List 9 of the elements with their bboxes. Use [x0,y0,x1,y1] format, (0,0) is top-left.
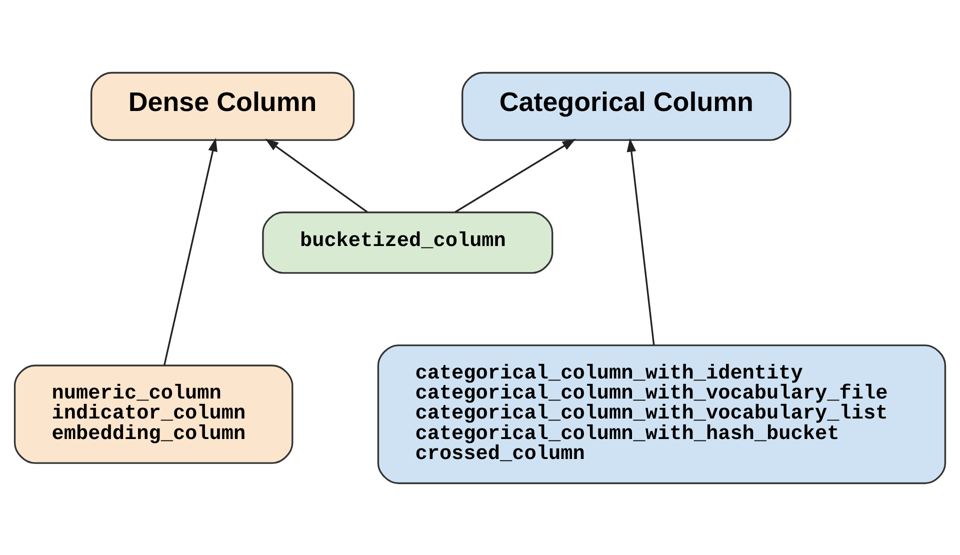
node-box: Categorical Column [462,71,792,140]
node-box: bucketized_column [262,211,554,274]
arrow [164,137,218,365]
arrow [626,138,655,345]
node-box: numeric_column indicator_column embedding_column [14,364,294,464]
arrow [454,138,576,212]
node-box: Dense Column [90,71,355,140]
node-box: categorical_column_with_identity categorical_column_with_vocabulary_file categorical_column_with_vocabulary_list categorical_column_with_hash_bucket crossed_column [377,344,946,484]
arrow [265,138,368,212]
